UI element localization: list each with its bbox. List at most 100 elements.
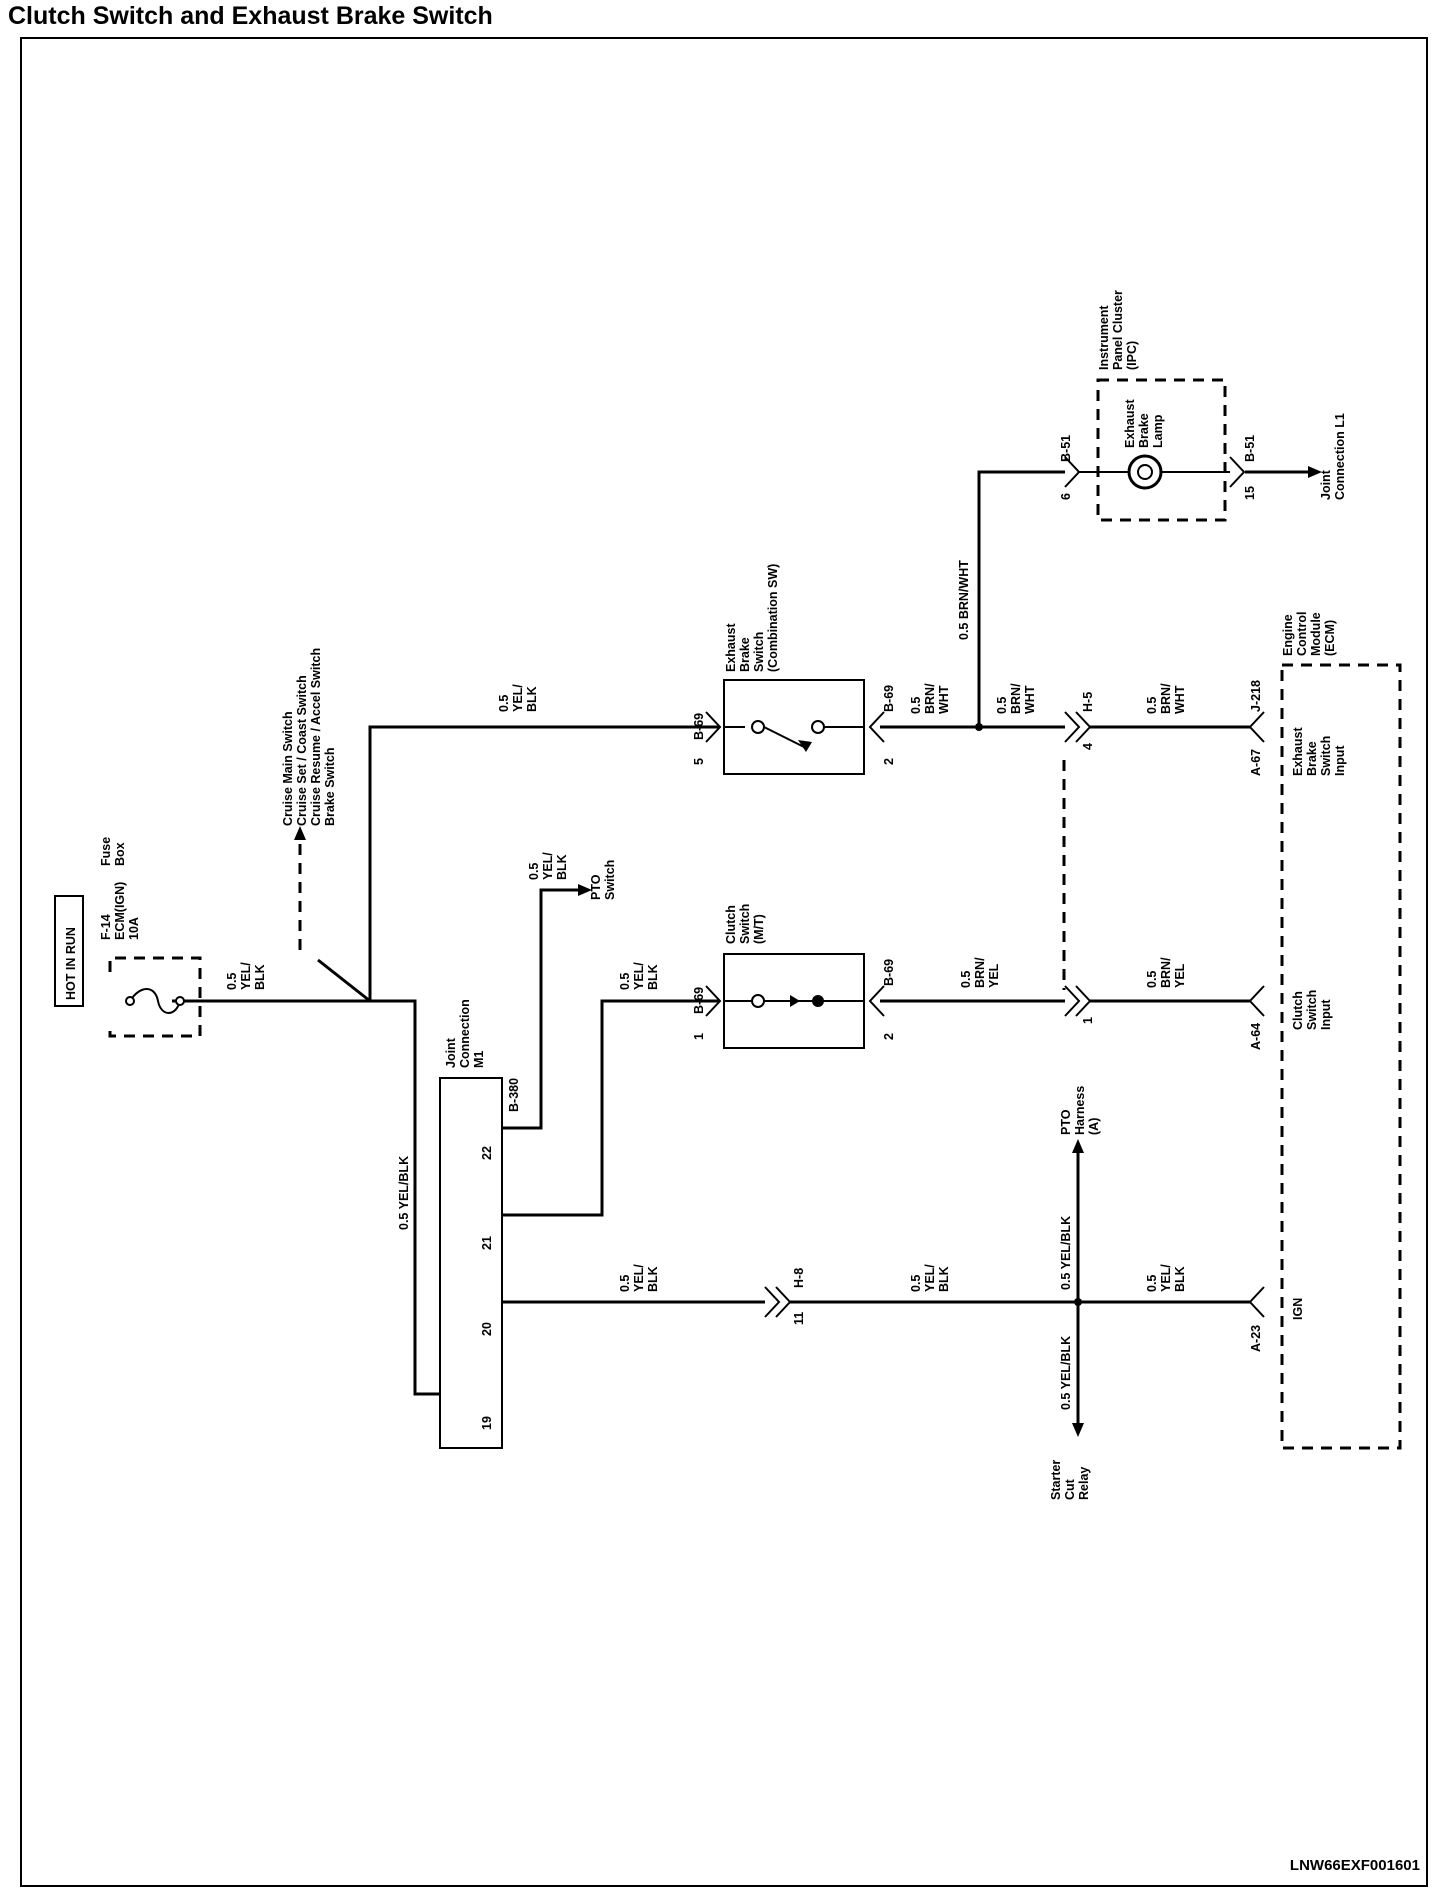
pto-harness-label: PTO bbox=[1059, 1109, 1073, 1135]
wire-label: BLK bbox=[253, 964, 267, 990]
ecm-ign-label: IGN bbox=[1291, 1298, 1305, 1320]
wire-label: BRN/ bbox=[1159, 683, 1173, 714]
ecm-input-label: Brake bbox=[1305, 741, 1319, 776]
ecm-label: (ECM) bbox=[1323, 620, 1337, 656]
wire-label: YEL/ bbox=[511, 684, 525, 712]
ecm-input-label: Input bbox=[1333, 745, 1347, 776]
ecm-label: Module bbox=[1309, 612, 1323, 656]
wire-label: 0.5 YEL/BLK bbox=[1059, 1336, 1073, 1410]
connector-label: A-23 bbox=[1249, 1325, 1263, 1352]
pto-switch-label: Switch bbox=[603, 860, 617, 900]
fuse-box-outline bbox=[108, 956, 202, 1038]
pin-label: 1 bbox=[692, 1033, 706, 1040]
wire-trunk-up bbox=[368, 725, 720, 1001]
ecm-input-label: Clutch bbox=[1291, 991, 1305, 1030]
exhaust-switch-label: (Combination SW) bbox=[766, 564, 780, 672]
wire-label: BLK bbox=[646, 1266, 660, 1292]
starter-cut-label: Starter bbox=[1049, 1460, 1063, 1500]
wire-label: BRN/ bbox=[973, 957, 987, 988]
pin-label: 19 bbox=[480, 1416, 494, 1430]
joint-l1-label: Connection L1 bbox=[1333, 413, 1347, 500]
connector-label: J-218 bbox=[1249, 680, 1263, 712]
document-code: LNW66EXF001601 bbox=[1289, 1857, 1420, 1874]
wire-label: 0.5 YEL/BLK bbox=[1059, 1216, 1073, 1290]
wire-label: 0.5 bbox=[959, 971, 973, 988]
ipc-label: Panel Cluster bbox=[1111, 290, 1125, 370]
ecm-input-label: Switch bbox=[1305, 990, 1319, 1030]
wire-label: 0.5 bbox=[909, 1275, 923, 1292]
wire-label: 0.5 bbox=[527, 863, 541, 880]
wire-label: BRN/ bbox=[1009, 683, 1023, 714]
wire-label: BRN/ bbox=[1159, 957, 1173, 988]
wire-label: BLK bbox=[525, 686, 539, 712]
wire-label: BLK bbox=[646, 964, 660, 990]
wire-label: 0.5 bbox=[1145, 697, 1159, 714]
pin-label: 2 bbox=[882, 1033, 896, 1040]
clutch-switch-label: Clutch bbox=[724, 905, 738, 944]
joint-l1-label: Joint bbox=[1319, 469, 1333, 500]
wire-label: 0.5 bbox=[1145, 971, 1159, 988]
hot-in-run-label: HOT IN RUN bbox=[64, 927, 78, 1000]
hot-in-run-box bbox=[54, 895, 84, 1007]
wire-label: YEL/ bbox=[632, 962, 646, 990]
connector-label: B-69 bbox=[692, 987, 706, 1014]
pin-label: 6 bbox=[1059, 493, 1073, 500]
connector-label: B-51 bbox=[1059, 435, 1073, 462]
wire-to-lamp bbox=[977, 470, 1065, 727]
connector-label: B-51 bbox=[1243, 435, 1257, 462]
cruise-label: Brake Switch bbox=[323, 747, 337, 826]
pin-label: 2 bbox=[882, 758, 896, 765]
lamp-label: Brake bbox=[1137, 413, 1151, 448]
fuse-box-label-2: Box bbox=[113, 842, 127, 866]
pin-label: 1 bbox=[1081, 1017, 1095, 1024]
wire-label: 0.5 bbox=[909, 697, 923, 714]
wire-label: 0.5 bbox=[618, 973, 632, 990]
starter-cut-label: Cut bbox=[1063, 1478, 1077, 1500]
connector-label: B-69 bbox=[882, 959, 896, 986]
connector-label: H-5 bbox=[1081, 692, 1095, 712]
wire-label: 0.5 bbox=[995, 697, 1009, 714]
wire-label: YEL bbox=[987, 963, 1001, 988]
fuse-symbol bbox=[129, 988, 181, 1014]
lamp-label: Lamp bbox=[1151, 414, 1165, 448]
pto-harness-label: (A) bbox=[1087, 1118, 1101, 1135]
starter-cut-label: Relay bbox=[1077, 1467, 1091, 1500]
pin-label: 20 bbox=[480, 1322, 494, 1336]
exhaust-brake-lamp bbox=[1127, 454, 1163, 490]
ecm-label: Engine bbox=[1281, 614, 1295, 656]
wire-label: BLK bbox=[555, 854, 569, 880]
wire-cruise-branch bbox=[317, 958, 371, 1003]
page-title: Clutch Switch and Exhaust Brake Switch bbox=[8, 2, 493, 30]
wire-label: 0.5 bbox=[618, 1275, 632, 1292]
wire-label: WHT bbox=[1173, 685, 1187, 714]
fuse-name: F-14 bbox=[99, 914, 113, 940]
joint-label: Connection bbox=[458, 999, 472, 1068]
pin-label: 11 bbox=[792, 1312, 806, 1325]
fuse-circuit: ECM(IGN) bbox=[113, 882, 127, 940]
joint-connection-m1 bbox=[439, 1077, 503, 1449]
clutch-switch-label: Switch bbox=[738, 904, 752, 944]
connector-label: B-69 bbox=[882, 685, 896, 712]
pto-arrowhead bbox=[578, 884, 592, 896]
wire-label: YEL/ bbox=[923, 1264, 937, 1292]
lamp-label: Exhaust bbox=[1123, 399, 1137, 448]
wire-label: YEL/ bbox=[1159, 1264, 1173, 1292]
wire-label: YEL bbox=[1173, 963, 1187, 988]
exhaust-switch-label: Exhaust bbox=[724, 623, 738, 672]
exhaust-switch-label: Switch bbox=[752, 632, 766, 672]
connector-label: H-8 bbox=[792, 1268, 806, 1288]
pto-harness-label: Harness bbox=[1073, 1086, 1087, 1135]
pin-label: 21 bbox=[480, 1236, 494, 1250]
connector-label: A-64 bbox=[1249, 1023, 1263, 1050]
ipc-outline bbox=[1096, 378, 1227, 522]
ecm-input-label: Input bbox=[1319, 999, 1333, 1030]
wire-clutch-feed bbox=[500, 999, 720, 1217]
wire-label: 0.5 bbox=[497, 695, 511, 712]
wire-label: 0.5 bbox=[225, 973, 239, 990]
ecm-outline bbox=[1280, 663, 1402, 1450]
wire-label: YEL/ bbox=[239, 962, 253, 990]
connector-label: B-380 bbox=[507, 1078, 521, 1112]
ecm-input-label: Switch bbox=[1319, 736, 1333, 776]
wire-label: 0.5 BRN/WHT bbox=[957, 560, 971, 640]
